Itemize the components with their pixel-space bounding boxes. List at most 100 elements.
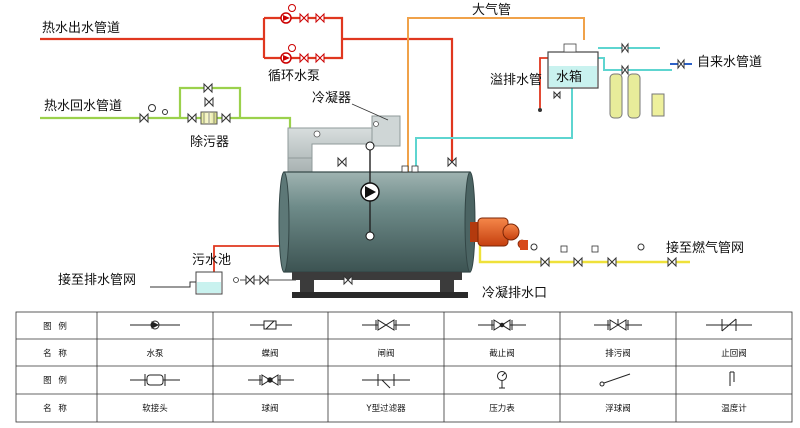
legend-name: 排污阀 xyxy=(605,348,631,359)
valve-lower-2-icon xyxy=(315,52,325,64)
gas-pressure-gauge-2-icon xyxy=(637,243,645,251)
vent-pipe xyxy=(407,17,585,172)
pressure-gauge-upper-icon xyxy=(288,4,296,12)
brine-tank xyxy=(651,93,665,117)
legend-table xyxy=(15,311,793,423)
valve-lower-1-icon xyxy=(299,52,309,64)
label-gas-net: 接至燃气管网 xyxy=(666,240,744,256)
burner xyxy=(470,217,527,249)
tank-drain-valve-icon xyxy=(553,90,561,100)
gas-strainer-icon xyxy=(607,256,617,268)
legend-name: 水泵 xyxy=(146,348,164,359)
tap-valve-2-icon xyxy=(621,64,629,76)
tap-water-valve-icon xyxy=(677,58,685,70)
legend-name: 闸阀 xyxy=(377,349,394,359)
boiler-base xyxy=(292,272,462,280)
filter-drain-valve-icon xyxy=(204,96,214,108)
legend-pressure-gauge-icon xyxy=(497,371,507,389)
return-valve-1-icon xyxy=(139,112,149,124)
legend-float-valve-icon xyxy=(599,373,631,387)
valve-upper-2-icon xyxy=(315,12,325,24)
return-line-components xyxy=(139,82,231,125)
label-drain-net: 接至排水管网 xyxy=(58,272,136,288)
boiler xyxy=(278,141,476,298)
boiler-top-valve-left-icon xyxy=(337,156,347,168)
boiler-pump-top-icon xyxy=(365,141,375,151)
gas-pipe xyxy=(478,244,690,264)
softener-tank-2 xyxy=(627,73,641,119)
valve-upper-1-icon xyxy=(299,12,309,24)
gas-valve-1-icon xyxy=(540,256,550,268)
label-condenser: 冷凝器 xyxy=(312,90,351,106)
vent-line xyxy=(407,17,585,172)
pump-loop-components xyxy=(280,4,325,64)
gas-pressure-gauge-1-icon xyxy=(530,243,538,251)
label-hot-water-out: 热水出水管道 xyxy=(42,21,120,36)
pressure-gauge-lower-icon xyxy=(288,44,296,52)
legend-name: 截止阀 xyxy=(489,348,515,359)
cold-water-pipe xyxy=(415,47,660,172)
overflow-outlet-icon xyxy=(538,108,542,112)
tank-to-boiler-line xyxy=(415,88,573,172)
legend-butterfly-valve-icon xyxy=(250,320,292,330)
label-pump: 循环水泵 xyxy=(268,69,320,84)
legend-flexible-joint-icon xyxy=(130,374,180,386)
legend-name: 温度计 xyxy=(721,403,747,414)
legend-row-label: 图 例 xyxy=(43,375,69,386)
gas-valve-2-icon xyxy=(573,256,583,268)
legend-gate-valve-icon xyxy=(362,319,410,331)
legend-pump-icon xyxy=(130,320,180,330)
tap-valve-1-icon xyxy=(621,42,629,54)
thermometer-return-icon xyxy=(162,109,168,115)
label-hot-water-return: 热水回水管道 xyxy=(44,99,122,114)
pressure-gauge-return-icon xyxy=(148,104,156,112)
legend-row-label: 图 例 xyxy=(43,321,69,332)
legend-blowdown-valve-icon xyxy=(594,319,642,331)
legend-name: 止回阀 xyxy=(721,348,747,359)
bypass-valve-icon xyxy=(203,82,213,94)
duct-port-2-icon xyxy=(373,121,379,127)
filter-valve-left-icon xyxy=(187,112,197,124)
condenser-pointer-line xyxy=(351,103,389,121)
label-vent-pipe: 大气管 xyxy=(472,2,511,18)
legend-name: 球阀 xyxy=(261,403,278,414)
label-water-tank: 水箱 xyxy=(556,69,582,85)
label-sewage-pool: 污水池 xyxy=(192,253,231,268)
pump-loop-line xyxy=(262,16,344,60)
legend-name: 浮球阀 xyxy=(605,403,631,414)
softener-tank-1 xyxy=(609,73,623,119)
legend-name: 压力表 xyxy=(489,403,515,414)
filter-valve-right-icon xyxy=(221,112,231,124)
water-tank-group xyxy=(547,42,692,119)
legend-name: 软接头 xyxy=(142,403,168,414)
drain-valve-1-icon xyxy=(245,274,255,286)
legend-thermometer-icon xyxy=(729,371,735,386)
gas-valve-3-icon xyxy=(667,256,677,268)
burner-motor-icon xyxy=(502,223,520,241)
tap-water-line xyxy=(598,47,660,71)
legend-y-strainer-icon xyxy=(362,374,410,389)
sewage-pool xyxy=(195,271,353,295)
legend-row-label: 名 称 xyxy=(43,403,69,414)
condenser-box xyxy=(371,115,401,147)
drain-pipe xyxy=(213,245,290,280)
drain-to-net-line xyxy=(150,281,200,288)
boiler-pump-bottom-icon xyxy=(365,231,375,241)
hot-water-to-boiler xyxy=(342,37,454,162)
legend-check-valve-icon xyxy=(706,318,752,332)
duct-port-1-icon xyxy=(313,130,321,138)
label-overflow: 溢排水管 xyxy=(490,73,542,88)
legend-name: Y型过滤器 xyxy=(365,403,406,414)
label-condensate-outlet: 冷凝排水口 xyxy=(482,285,547,301)
label-tap-water: 自来水管道 xyxy=(697,55,762,70)
drain-valve-3-icon xyxy=(343,274,353,286)
legend-row-label: 名 称 xyxy=(43,348,69,359)
legend-globe-valve-icon xyxy=(478,319,526,331)
gas-line-components xyxy=(520,240,677,268)
legend-name: 蝶阀 xyxy=(261,348,278,359)
drain-valve-2-icon xyxy=(259,274,269,286)
label-dirt-separator: 除污器 xyxy=(190,135,229,150)
boiler-top-valve-right-icon xyxy=(447,156,457,168)
legend-ball-valve-icon xyxy=(248,374,294,386)
